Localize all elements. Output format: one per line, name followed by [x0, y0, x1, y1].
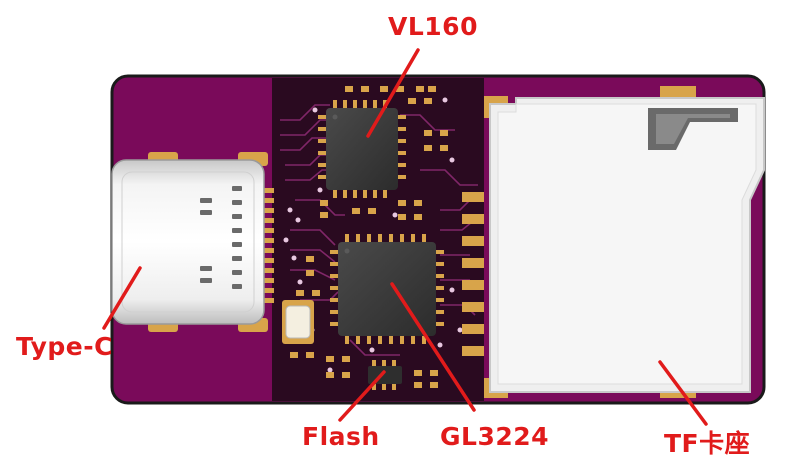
tf-card-slot	[462, 86, 765, 398]
vl160-chip	[318, 100, 406, 198]
label-gl3224: GL3224	[440, 422, 550, 451]
label-tf-card-slot: TF卡座	[664, 429, 751, 458]
type-c-connector	[111, 152, 274, 332]
callout-lines	[102, 48, 708, 426]
crystal-oscillator	[282, 300, 314, 344]
passive-components	[290, 86, 448, 388]
label-type-c: Type-C	[16, 332, 113, 361]
label-vl160: VL160	[388, 12, 478, 41]
label-flash: Flash	[302, 422, 380, 451]
gl3224-chip	[330, 234, 444, 344]
